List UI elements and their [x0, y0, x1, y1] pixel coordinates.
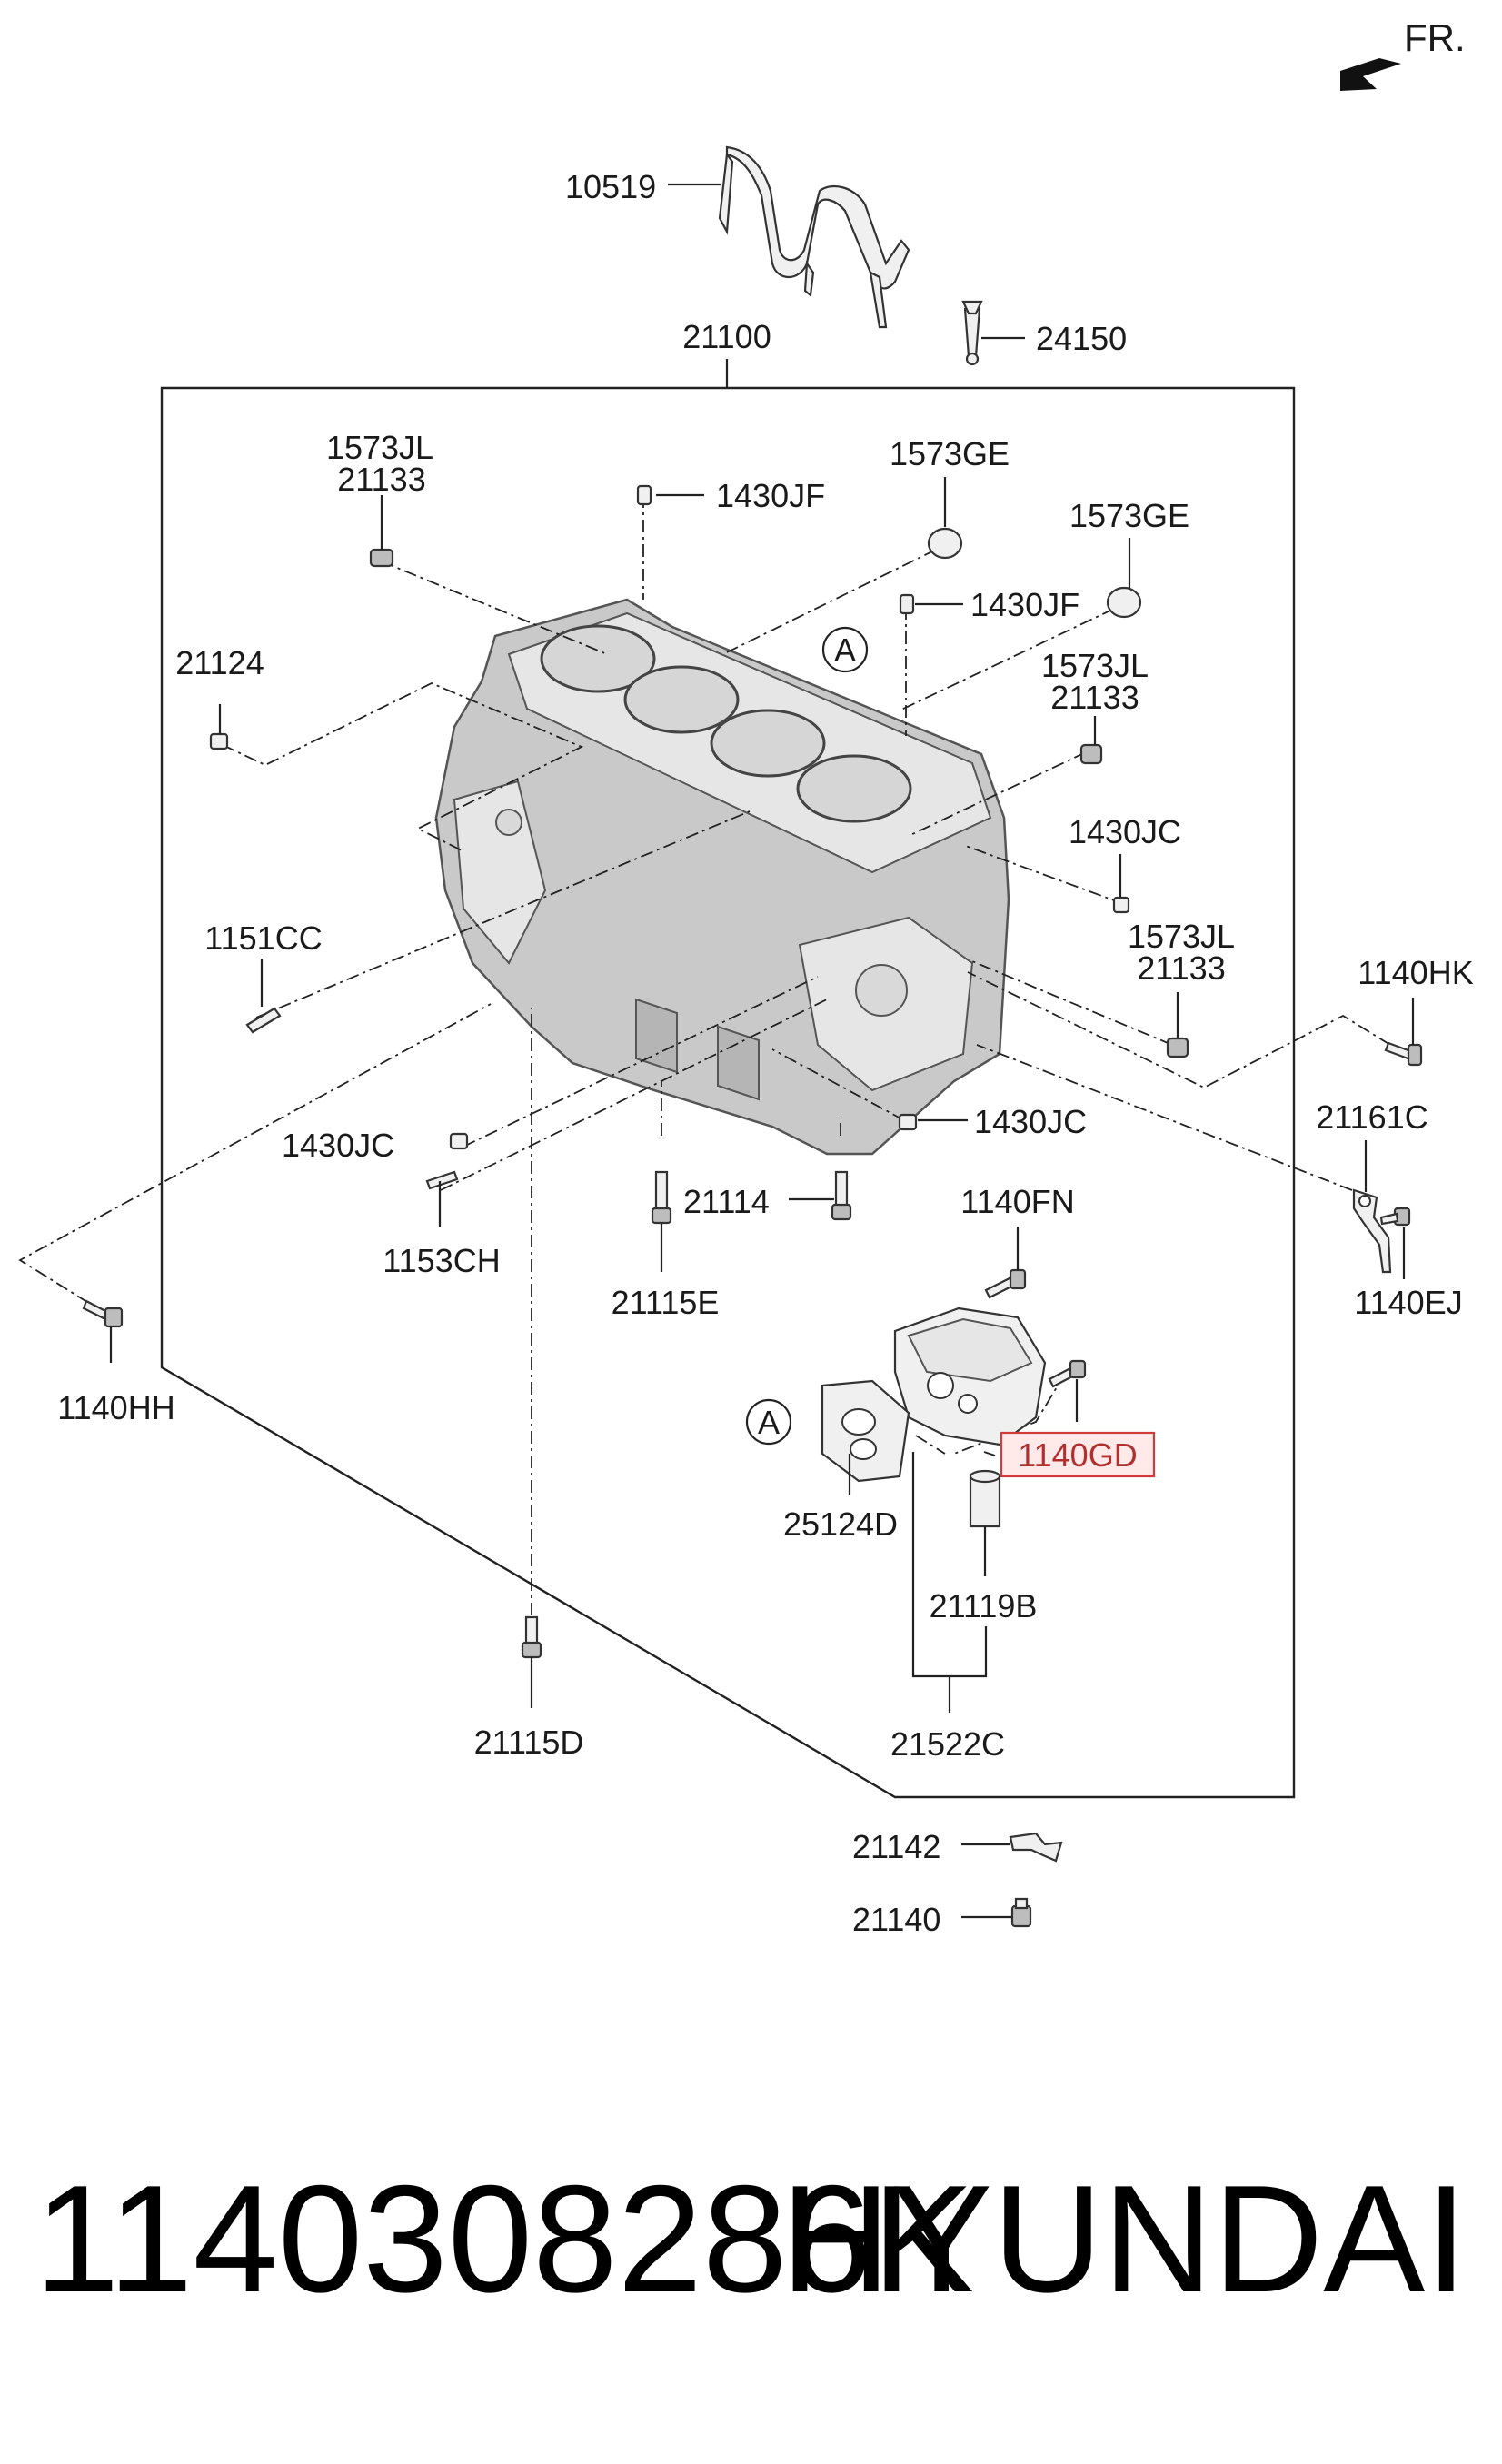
- callout-1140hh: 1140HH: [57, 1389, 174, 1426]
- highlight-box-1140gd: [1000, 1431, 1156, 1478]
- small-parts: [82, 484, 1423, 1928]
- oil-filter-housing: [821, 1307, 1047, 1528]
- callout-1140hk: 1140HK: [1358, 954, 1473, 991]
- engine-block-exploded-diagram: FR.: [18, 16, 1474, 1938]
- callout-1430jc-c: 1430JC: [974, 1103, 1087, 1140]
- callout-21124: 21124: [175, 644, 264, 681]
- assembly-frame: [160, 386, 1296, 1799]
- front-label: FR.: [1404, 16, 1466, 59]
- callout-21115e: 21115E: [612, 1284, 720, 1321]
- svg-text:A: A: [758, 1404, 780, 1441]
- part-24150-pin: [961, 300, 983, 366]
- callout-21133-a: 21133: [337, 461, 425, 498]
- callout-1573jl-b: 1573JL: [1041, 647, 1149, 684]
- callout-25124d: 25124D: [783, 1505, 898, 1543]
- callout-21115d: 21115D: [474, 1724, 584, 1761]
- callout-1430jc-b: 1430JC: [282, 1127, 394, 1164]
- callout-labels: 10519 24150 21100 1573JL 21133 1430JF 15…: [57, 168, 1473, 1938]
- callout-1573jl-c: 1573JL: [1128, 918, 1235, 955]
- callout-21140: 21140: [852, 1901, 940, 1938]
- callout-21142: 21142: [852, 1828, 940, 1865]
- callout-1573ge-b: 1573GE: [1069, 497, 1189, 534]
- leader-lines: [109, 477, 1415, 1919]
- svg-text:A: A: [834, 631, 856, 669]
- ref-marker-a-bottom: A: [745, 1398, 792, 1446]
- callout-1430jc-a: 1430JC: [1069, 813, 1181, 850]
- callout-24150: 24150: [1036, 320, 1127, 357]
- cylinder-block: [434, 598, 1010, 1156]
- ref-marker-a-top: A: [821, 626, 869, 673]
- callout-21114: 21114: [683, 1183, 770, 1220]
- callout-1140gd: 1140GD: [1018, 1436, 1137, 1474]
- callout-21522c: 21522C: [890, 1725, 1005, 1763]
- callout-10519: 10519: [565, 168, 656, 205]
- part-number: 1140308286K: [35, 2153, 974, 2324]
- front-arrow-icon: [1340, 58, 1401, 91]
- callout-1151cc: 1151CC: [204, 919, 322, 957]
- callout-21119b: 21119B: [930, 1587, 1038, 1624]
- part-caption: 1140308286K HYUNDAI: [0, 2162, 1502, 2399]
- callout-1430jf-b: 1430JF: [970, 586, 1079, 623]
- callout-21133-b: 21133: [1050, 679, 1139, 716]
- part-10519-gasket: [718, 145, 910, 329]
- assembly-dash-lines: [18, 495, 1391, 1615]
- callout-1573ge-a: 1573GE: [890, 435, 1010, 472]
- callout-1430jf-a: 1430JF: [716, 477, 825, 514]
- callout-1153ch: 1153CH: [383, 1242, 500, 1279]
- callout-1140fn: 1140FN: [960, 1183, 1074, 1220]
- callout-21133-c: 21133: [1137, 949, 1225, 987]
- callout-1573jl-a: 1573JL: [326, 429, 433, 466]
- callout-21100: 21100: [682, 318, 771, 355]
- callout-1140ej: 1140EJ: [1354, 1284, 1462, 1321]
- callout-21161c: 21161C: [1316, 1098, 1427, 1136]
- brand-name: HYUNDAI: [780, 2153, 1467, 2324]
- front-orientation-indicator: FR.: [1340, 16, 1466, 91]
